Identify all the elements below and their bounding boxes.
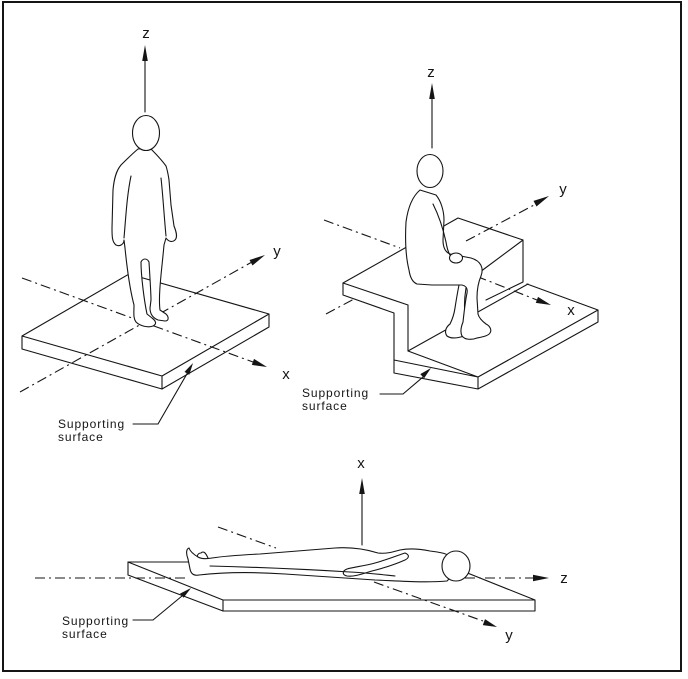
seated-y-axis-arrowhead-icon (533, 196, 549, 207)
standing-x-axis-arrowhead-icon (251, 358, 267, 367)
seat-front-face (343, 283, 408, 313)
lying-platform-left-face (128, 562, 223, 611)
standing-platform-edges (21, 273, 270, 390)
page-border (2, 1, 682, 672)
standing-person-head (131, 114, 161, 152)
standing-z-axis-arrowhead-icon (142, 45, 148, 61)
seated-person-outline (405, 189, 492, 340)
seated-x-axis-label: x (567, 302, 575, 319)
lying-person-outline (186, 547, 452, 583)
standing-person-arm-lines (123, 175, 167, 239)
seated-z-axis-label: z (427, 64, 435, 81)
lying-z-axis-arrowhead-icon (533, 574, 549, 582)
seated-person-arm-line (432, 203, 451, 256)
seated-y-axis-label: y (559, 181, 567, 198)
seated-x-axis-arrowhead-icon (535, 296, 551, 305)
lying-person-side-line (209, 565, 396, 577)
seated-figure-group: z y x Supporting surface (302, 64, 599, 413)
standing-figure-group: z y x Supporting surface (19, 25, 290, 444)
standing-surface-leader-line (132, 371, 189, 425)
lying-platform-front-face (223, 600, 535, 611)
standing-z-axis-label: z (142, 25, 150, 42)
lying-surface-label-line2: surface (62, 627, 108, 641)
lying-person-arm (342, 552, 409, 577)
lying-surface-leader-line (132, 595, 183, 621)
seated-surface-leader-line (379, 376, 424, 395)
lying-surface-label-line1: Supporting (62, 614, 129, 628)
standing-surface-label-line1: Supporting (58, 417, 125, 431)
lying-z-axis-label: z (560, 570, 568, 587)
lying-surface-leader-arrowhead-icon (180, 588, 191, 598)
lying-person-head (441, 550, 471, 582)
seated-surface-label-line1: Supporting (302, 386, 369, 400)
standing-y-axis-line (19, 261, 253, 393)
seated-surface-label-line2: surface (302, 399, 348, 413)
seated-person-head (416, 153, 444, 189)
lying-y-axis-arrowhead-icon (482, 619, 497, 627)
footrest-faces (394, 284, 598, 389)
seated-y-axis-line (325, 203, 537, 315)
lying-figure-group: x z y Supporting surface (35, 455, 568, 644)
lying-y-axis-label: y (505, 627, 513, 644)
standing-surface-label-line2: surface (58, 430, 104, 444)
lying-x-axis-label: x (357, 455, 365, 472)
standing-surface-leader-arrowhead-icon (184, 363, 193, 375)
standing-x-axis-label: x (282, 366, 290, 383)
standing-y-axis-label: y (273, 243, 281, 260)
seated-person-hand (448, 252, 464, 264)
standing-platform-left-face (22, 336, 162, 389)
seat-box-front-face (480, 240, 523, 300)
standing-y-axis-arrowhead-icon (249, 255, 265, 266)
seated-surface-leader-arrowhead-icon (420, 368, 431, 379)
lying-x-axis-arrowhead-icon (359, 478, 365, 494)
seated-z-axis-arrowhead-icon (429, 83, 435, 99)
